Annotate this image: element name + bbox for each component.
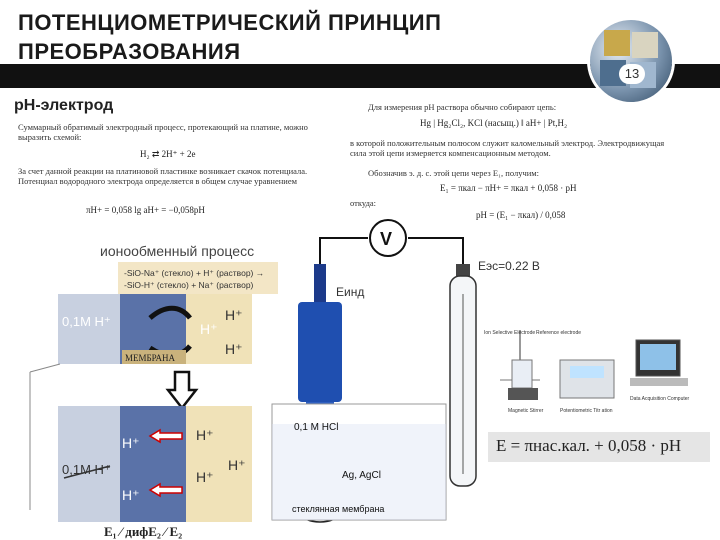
main-equation: E = πнас.кал. + 0,058 · pH: [496, 436, 682, 455]
indicator-electrode-body: [298, 302, 342, 402]
ion-exchange-heading: ионообменный процесс: [100, 243, 254, 259]
h-ion-5: H⁺: [196, 427, 214, 443]
reaction-line-2: -SiO-H⁺ (стекло) + Na⁺ (раствор): [124, 280, 254, 290]
h-ion-7: H⁺: [196, 469, 214, 485]
ion-electrode-label: Ion Selective Electrode: [484, 330, 535, 336]
stirrer-label: Magnetic Stirrer: [508, 408, 544, 414]
ion-exchange-diagram: ионообменный процесс -SiO-Na⁺ (стекло) +…: [29, 243, 278, 539]
conc-bottom-label: 0,1М H⁺: [62, 462, 111, 477]
stirrer-icon: [508, 388, 538, 400]
computer-label: Data Acquisition Computer: [630, 396, 690, 402]
left-text-p1: Суммарный обратимый электродный процесс,…: [18, 122, 308, 142]
h-ion-6: H⁺: [228, 457, 246, 473]
bottom-formula: E₁ ∕ дифE₂ ∕ E₂: [104, 524, 182, 539]
conc-top-label: 0,1М H⁺: [62, 314, 111, 329]
slide-number: 13: [619, 64, 645, 84]
slide-title-line1: ПОТЕНЦИОМЕТРИЧЕСКИЙ ПРИНЦИП: [18, 10, 442, 35]
membrane-text: стеклянная мембрана: [292, 504, 384, 514]
right-text-p2: в которой положительным полюсом служит к…: [350, 138, 665, 158]
equipment-diagram: Ion Selective Electrode Reference electr…: [484, 330, 690, 414]
top-solution-left: [58, 294, 120, 364]
hcl-label: 0,1 М HCl: [294, 422, 338, 433]
right-equation-1: E₁ = πкал − πH+ = πкал + 0,058 · pH: [440, 183, 577, 193]
slide-title-line2: ПРЕОБРАЗОВАНИЯ: [18, 39, 241, 64]
section-subtitle: pH-электрод: [14, 97, 114, 114]
ref-electrode-label: Reference electrode: [536, 330, 581, 336]
right-text-p3: Обозначив э. д. с. этой цепи через E₁, п…: [368, 168, 540, 178]
bottom-solution-left: [58, 406, 120, 522]
right-text-p4: откуда:: [350, 198, 377, 208]
down-arrow-icon: [165, 370, 199, 411]
e-ref-label: Eэс=0.22 В: [478, 259, 540, 273]
titrator-label: Potentiometric Titr ation: [560, 408, 613, 414]
left-equation-1: H₂ ⇄ 2H⁺ + 2e: [140, 149, 196, 159]
bottom-solution-right: [186, 406, 252, 522]
voltmeter-icon: [369, 219, 407, 257]
left-text-p2: За счет данной реакции на платиновой пла…: [18, 166, 308, 186]
logo-image: [590, 20, 672, 102]
membrane-label: МЕМБРАНА: [125, 353, 176, 363]
reaction-line-1: -SiO-Na⁺ (стекло) + H⁺ (раствор) →: [124, 268, 264, 278]
left-equation-2: πH+ = 0,058 lg aH+ = −0,058pH: [86, 205, 205, 215]
left-arrow-icon-2: [148, 482, 183, 498]
top-solution-right: [186, 294, 252, 364]
right-equation-2: pH = (E₁ − πкал) / 0,058: [476, 210, 566, 220]
voltmeter-label: V: [380, 229, 392, 249]
bottom-membrane: [120, 406, 186, 522]
right-text-p1: Для измерения pH раствора обычно собираю…: [368, 102, 557, 112]
h-ion-2: H⁺: [200, 321, 218, 337]
right-chain: Hg | Hg₂Cl₂, KCl (насыщ.) ‖ aH+ | Pt,H₂: [420, 118, 568, 128]
h-ion-3: H⁺: [225, 341, 243, 357]
slide-title: ПОТЕНЦИОМЕТРИЧЕСКИЙ ПРИНЦИП ПРЕОБРАЗОВАН…: [18, 8, 441, 66]
arrow-top-icon: [148, 305, 192, 320]
h-ion-1: H⁺: [225, 307, 243, 323]
h-ion-8: H⁺: [122, 487, 140, 503]
h-ion-4: H⁺: [122, 435, 140, 451]
left-arrow-icon: [148, 428, 183, 444]
e-ind-label: Eинд: [336, 285, 364, 299]
electrode-label: Ag, AgCl: [342, 470, 381, 481]
indicator-electrode-top: [314, 264, 326, 302]
titrator-icon: [559, 359, 615, 399]
main-equation-box: E = πнас.кал. + 0,058 · pH: [488, 432, 710, 462]
electrode-circuit: V Eэс=0.22 В Eинд 0,1 М HCl Ag, AgCl сте…: [271, 219, 540, 523]
